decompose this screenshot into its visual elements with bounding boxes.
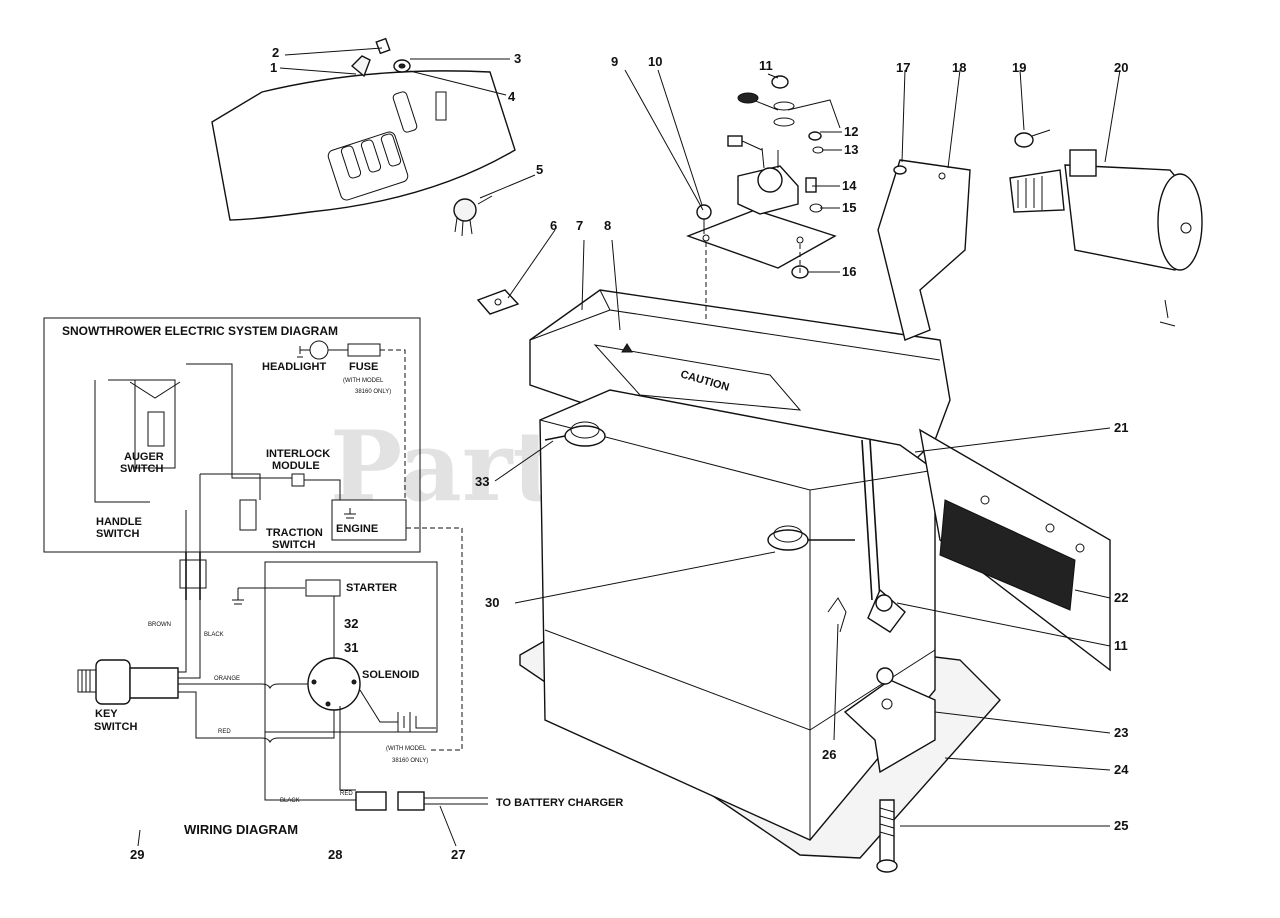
charger-connector-plug (355, 791, 387, 811)
battery-assembly: CAUTION (519, 289, 1001, 873)
wiring-diagram: STARTER SOLENOID (WITH MODEL 38160 ONLY)… (77, 527, 623, 847)
system-diagram-title: SNOWTHROWER ELECTRIC SYSTEM DIAGRAM (62, 324, 338, 338)
callout-25: 25 (1114, 818, 1128, 833)
interlock-module-icon (291, 473, 305, 487)
callout-11-bottom: 11 (1114, 638, 1128, 653)
auger-label-2: SWITCH (120, 463, 163, 475)
callout-2: 2 (272, 45, 279, 60)
callout-26: 26 (822, 747, 836, 762)
starter-group (877, 129, 1203, 341)
callout-29: 29 (130, 847, 144, 862)
callout-numbers: 2 1 3 4 5 6 7 8 9 10 11 12 13 14 15 16 1… (130, 45, 1129, 862)
solenoid-group (685, 75, 841, 320)
wire-orange-label: ORANGE (214, 676, 240, 682)
callout-18: 18 (952, 60, 966, 75)
callout-19: 19 (1012, 60, 1026, 75)
callout-7: 7 (576, 218, 583, 233)
fuse-icon (347, 343, 381, 357)
charger-connector-socket (397, 791, 425, 811)
fuse-note-1: (WITH MODEL (343, 378, 384, 384)
traction-label-2: SWITCH (272, 539, 315, 551)
interlock-label-2: MODULE (272, 460, 320, 472)
headlight-label: HEADLIGHT (262, 361, 326, 373)
key-part (350, 55, 371, 78)
callout-13: 13 (844, 142, 858, 157)
callout-22: 22 (1114, 590, 1128, 605)
callout-27: 27 (451, 847, 465, 862)
wiring-diagram-title: WIRING DIAGRAM (184, 822, 298, 837)
callout-5: 5 (536, 162, 543, 177)
callout-4: 4 (508, 89, 516, 104)
callout-6: 6 (550, 218, 557, 233)
control-panel (211, 37, 516, 237)
callout-28: 28 (328, 847, 342, 862)
handle-label-2: SWITCH (96, 528, 139, 540)
callout-21: 21 (1114, 420, 1128, 435)
callout-11-top: 11 (759, 58, 773, 73)
callout-16: 16 (842, 264, 856, 279)
electric-system-diagram: SNOWTHROWER ELECTRIC SYSTEM DIAGRAM HEAD… (43, 317, 421, 553)
key-switch-icon (95, 659, 131, 705)
engine-box (331, 499, 407, 541)
callout-9: 9 (611, 54, 618, 69)
wire-red-label: RED (218, 729, 231, 735)
callout-20: 20 (1114, 60, 1128, 75)
plug-part (453, 198, 477, 222)
model-note-2: 38160 ONLY) (392, 758, 428, 764)
starter-bracket (877, 159, 971, 341)
traction-label-1: TRACTION (266, 527, 323, 539)
callout-14: 14 (842, 178, 857, 193)
wire-red-bottom-label: RED (340, 791, 353, 797)
interlock-label-1: INTERLOCK (266, 448, 330, 460)
key-switch-label-2: SWITCH (94, 721, 137, 733)
callout-8: 8 (604, 218, 611, 233)
auger-label-1: AUGER (124, 451, 164, 463)
model-note-1: (WITH MODEL (386, 746, 427, 752)
small-bracket-part (476, 289, 520, 315)
wire-black-bottom-label: BLACK (280, 798, 300, 804)
mounting-plate (919, 428, 1111, 672)
key-switch-label-1: KEY (95, 708, 118, 720)
callout-30: 30 (485, 595, 499, 610)
leader-lines (279, 47, 1121, 827)
starter-label: STARTER (346, 582, 397, 594)
engine-label: ENGINE (336, 523, 378, 535)
wire-black-label: BLACK (204, 632, 224, 638)
starter-icon (305, 579, 341, 597)
callout-3: 3 (514, 51, 521, 66)
solenoid-bracket (685, 209, 837, 269)
charger-label: TO BATTERY CHARGER (496, 797, 623, 809)
solenoid-icon (307, 657, 361, 711)
callout-33: 33 (475, 474, 489, 489)
callout-32: 32 (344, 616, 358, 631)
callout-23: 23 (1114, 725, 1128, 740)
fuse-label: FUSE (349, 361, 378, 373)
callout-31: 31 (344, 640, 358, 655)
traction-switch-icon (239, 499, 257, 531)
wire-brown-label: BROWN (148, 622, 171, 628)
callout-17: 17 (896, 60, 910, 75)
callout-10: 10 (648, 54, 662, 69)
handle-label-1: HANDLE (96, 516, 142, 528)
fuse-note-2: 38160 ONLY) (355, 389, 391, 395)
callout-24: 24 (1114, 762, 1129, 777)
solenoid-label: SOLENOID (362, 669, 420, 681)
auger-switch-icon (147, 411, 165, 447)
callout-12: 12 (844, 124, 858, 139)
callout-15: 15 (842, 200, 856, 215)
headlight-icon (309, 340, 329, 360)
callout-1: 1 (270, 60, 277, 75)
pad-part (939, 499, 1076, 611)
